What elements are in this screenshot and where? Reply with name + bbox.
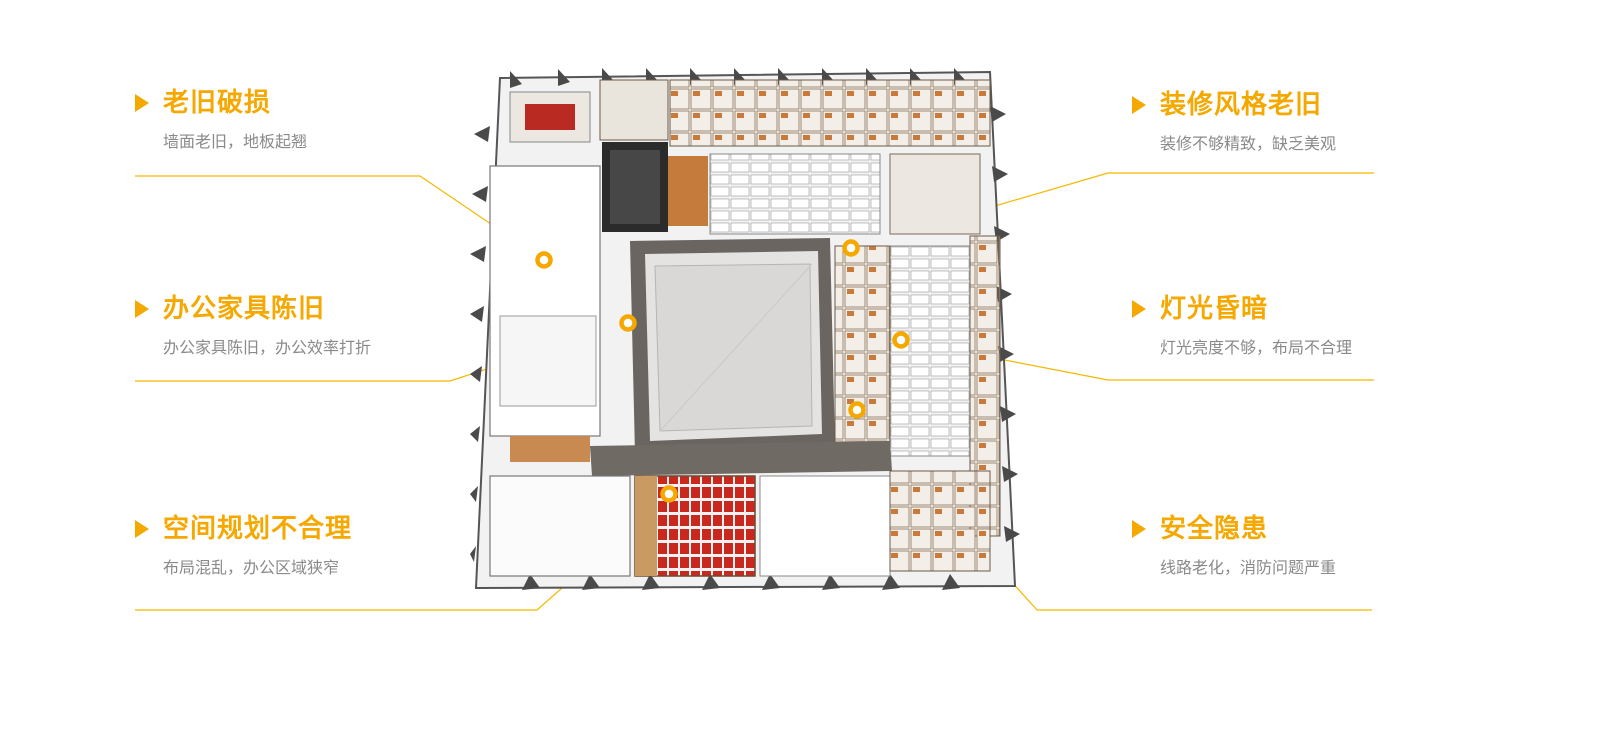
- callout-title: 空间规划不合理: [163, 514, 353, 544]
- callout-title: 灯光昏暗: [1160, 294, 1269, 324]
- callout-desc: 墙面老旧，地板起翘: [163, 132, 308, 151]
- callout-title: 装修风格老旧: [1160, 90, 1323, 120]
- callout-desc: 办公家具陈旧，办公效率打折: [163, 338, 372, 357]
- callout-desc: 装修不够精致，缺乏美观: [1160, 134, 1337, 153]
- triangle-bullet-icon: [1132, 96, 1146, 114]
- callout-title: 老旧破损: [163, 88, 272, 118]
- callout-desc: 灯光亮度不够，布局不合理: [1160, 338, 1353, 357]
- ring-marker-icon: [619, 314, 637, 332]
- callout-desc: 线路老化，消防问题严重: [1160, 558, 1337, 577]
- ring-marker-icon: [660, 485, 678, 503]
- callout-desc: 布局混乱，办公区域狭窄: [163, 558, 340, 577]
- floor-plan-illustration: [470, 68, 1020, 590]
- triangle-bullet-icon: [1132, 520, 1146, 538]
- ring-marker-icon: [842, 239, 860, 257]
- triangle-bullet-icon: [1132, 300, 1146, 318]
- ring-marker-icon: [848, 401, 866, 419]
- callout-title: 安全隐患: [1160, 514, 1269, 544]
- ring-marker-icon: [892, 331, 910, 349]
- ring-marker-icon: [535, 251, 553, 269]
- triangle-bullet-icon: [135, 520, 149, 538]
- callout-title: 办公家具陈旧: [163, 294, 326, 324]
- triangle-bullet-icon: [135, 94, 149, 112]
- triangle-bullet-icon: [135, 300, 149, 318]
